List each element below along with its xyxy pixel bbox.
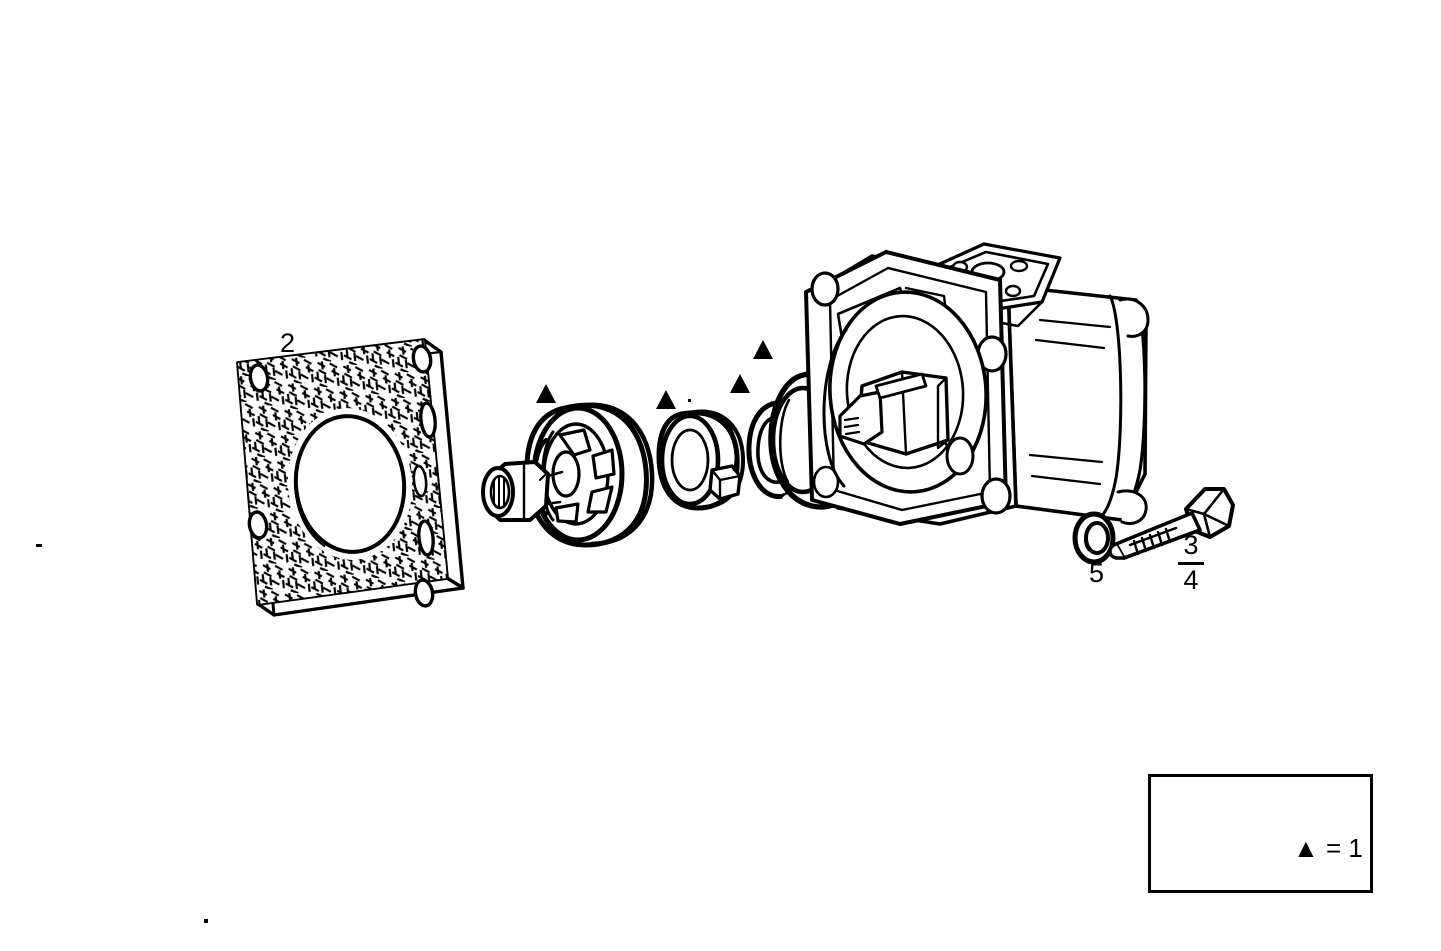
callout-bolt-numerator: 3 xyxy=(1183,530,1199,560)
triangle-marker-d xyxy=(753,340,773,359)
part-flange-gasket xyxy=(236,338,465,617)
fraction-bar xyxy=(1178,561,1204,565)
triangle-marker-b xyxy=(656,390,676,409)
part-pump-housing xyxy=(804,242,1150,526)
scan-speck xyxy=(204,919,208,923)
legend-equation: ▲ = 1 xyxy=(1293,833,1363,863)
callout-bolt-denominator: 4 xyxy=(1183,564,1199,595)
callout-gasket: 2 xyxy=(280,328,296,358)
triangle-marker-a xyxy=(536,384,556,403)
callout-washer: 5 xyxy=(1089,558,1105,588)
triangle-marker-group xyxy=(536,340,773,409)
callout-bolt-fraction: 3 4 xyxy=(1178,530,1204,595)
scan-speck xyxy=(688,399,691,402)
part-drive-coupling-hub xyxy=(481,402,655,548)
part-coupling-sleeve xyxy=(656,409,746,511)
legend-box xyxy=(1148,774,1373,893)
triangle-marker-c xyxy=(730,374,750,393)
part-hex-bolt xyxy=(1108,487,1235,560)
part-washer xyxy=(1072,511,1116,565)
scan-speck xyxy=(36,544,42,547)
